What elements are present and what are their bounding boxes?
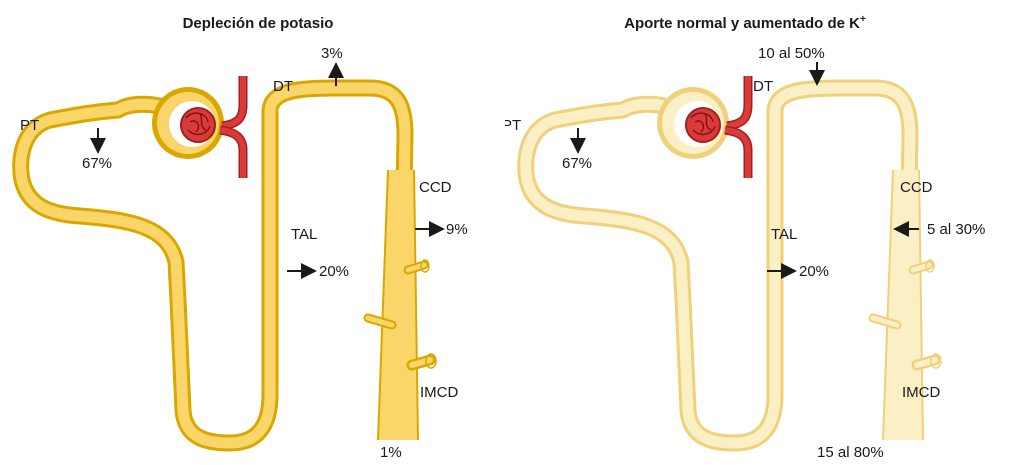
value-ccd: 5 al 30% bbox=[927, 221, 985, 238]
value-dt: 10 al 50% bbox=[758, 45, 825, 62]
value-ccd: 9% bbox=[446, 221, 468, 238]
label-dt: DT bbox=[273, 78, 293, 95]
panel-normal-increased-potassium: Aporte normal y aumentado de K+ PT 67% bbox=[505, 0, 1015, 465]
tubule bbox=[12, 79, 437, 452]
label-imcd: IMCD bbox=[902, 384, 940, 401]
glomerulus bbox=[180, 76, 248, 178]
label-tal: TAL bbox=[291, 226, 317, 243]
glomerulus bbox=[685, 76, 753, 178]
value-pt: 67% bbox=[562, 155, 592, 172]
label-tal: TAL bbox=[771, 226, 797, 243]
label-pt: PT bbox=[505, 117, 521, 134]
value-dt: 3% bbox=[321, 45, 343, 62]
label-imcd: IMCD bbox=[420, 384, 458, 401]
panel-potassium-depletion: Depleción de potasio PT 67% D bbox=[0, 0, 510, 465]
value-pt: 67% bbox=[82, 155, 112, 172]
label-ccd: CCD bbox=[900, 179, 933, 196]
label-dt: DT bbox=[753, 78, 773, 95]
value-tal: 20% bbox=[799, 263, 829, 280]
nephron-diagram-right: Aporte normal y aumentado de K+ PT 67% bbox=[505, 14, 985, 461]
label-ccd: CCD bbox=[419, 179, 452, 196]
panel-title: Aporte normal y aumentado de K+ bbox=[624, 14, 866, 32]
nephron-diagram-left: Depleción de potasio PT 67% D bbox=[12, 15, 468, 461]
value-tal: 20% bbox=[319, 263, 349, 280]
value-final: 15 al 80% bbox=[817, 444, 884, 461]
label-pt: PT bbox=[20, 117, 39, 134]
value-final: 1% bbox=[380, 444, 402, 461]
tubule bbox=[517, 79, 942, 452]
panel-title: Depleción de potasio bbox=[183, 15, 334, 32]
